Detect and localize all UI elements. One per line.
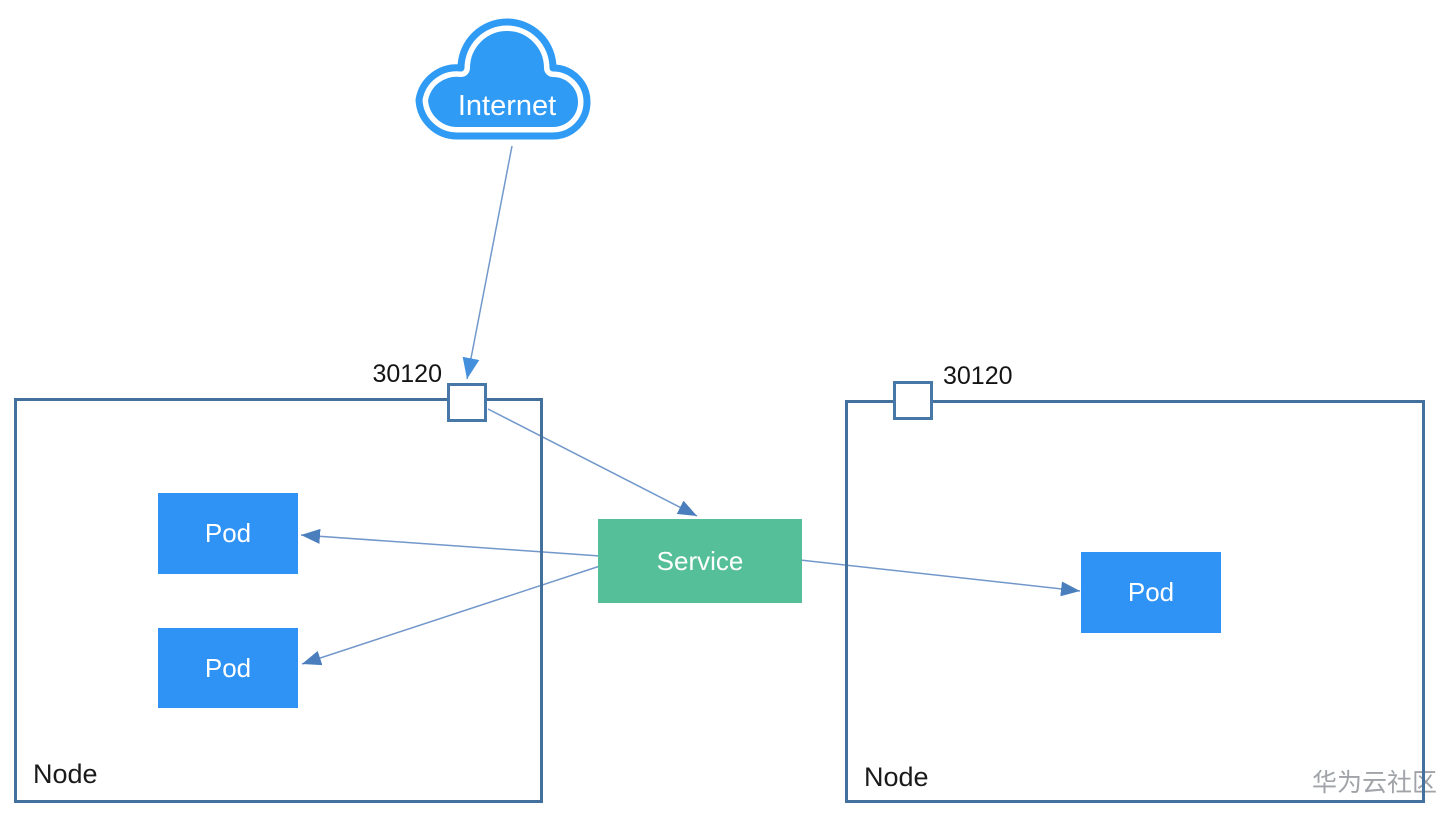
pod-label: Pod — [204, 652, 252, 683]
service-box: Service — [598, 519, 802, 603]
arrow-internet-to-nodeport — [462, 145, 513, 380]
node-label-left: Node — [33, 759, 98, 789]
pod-box-left-1: Pod — [158, 493, 298, 574]
nodeport-square-right — [893, 381, 933, 420]
arrow-service-to-pod-1 — [300, 528, 601, 557]
node-box-right — [845, 400, 1425, 803]
watermark: 华为云社区 — [1311, 769, 1437, 797]
arrow-nodeport-to-service — [487, 408, 698, 517]
pod-label: Pod — [204, 518, 252, 548]
node-box-left — [14, 398, 543, 803]
internet-label: Internet — [457, 90, 557, 122]
node-label-right: Node — [864, 762, 929, 792]
pod-box-right-1: Pod — [1081, 552, 1221, 633]
nodeport-label-left: 30120 — [372, 360, 442, 388]
nodeport-label-right: 30120 — [943, 362, 1013, 390]
internet-cloud-icon — [410, 13, 596, 146]
pod-label: Pod — [1127, 577, 1175, 607]
pod-box-left-2: Pod — [158, 628, 298, 708]
nodeport-square-left — [447, 383, 487, 422]
service-label: Service — [656, 545, 744, 576]
arrow-service-to-pod-2 — [301, 565, 601, 666]
